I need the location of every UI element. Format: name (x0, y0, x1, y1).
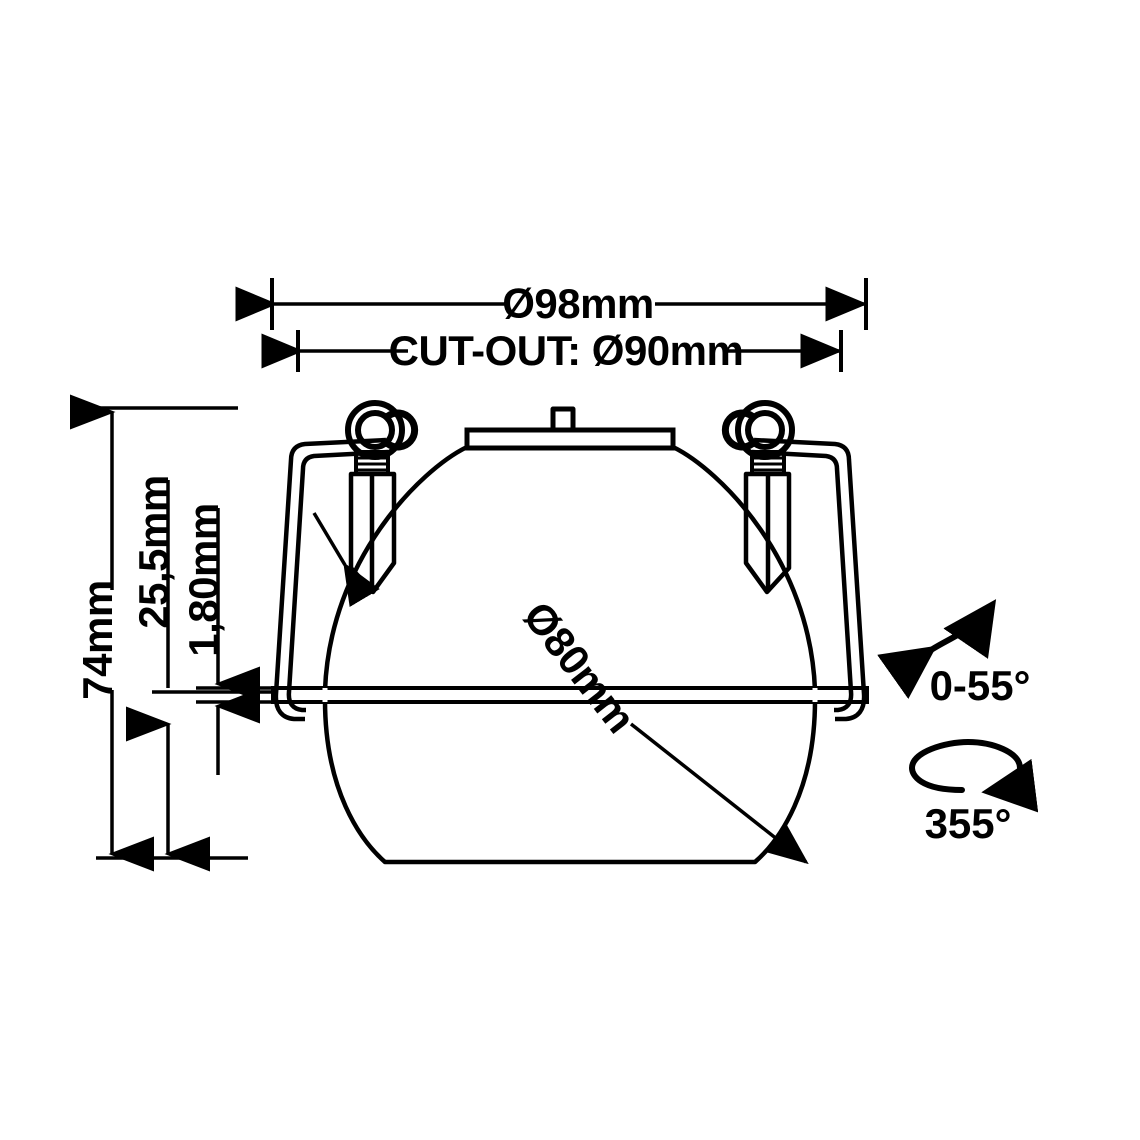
spring-clip-right (721, 400, 867, 722)
spring-wire-right-outer (753, 437, 867, 722)
spring-spike-left (348, 471, 397, 595)
label-body-height: 25,5mm (130, 475, 177, 628)
spring-wire-left-inner (286, 449, 389, 713)
label-cutout: CUT-OUT: Ø90mm (389, 327, 744, 374)
spring-wire-right-inner (751, 449, 854, 713)
trim-flange (271, 686, 869, 704)
spring-coil-right-crescent (721, 409, 756, 451)
spring-spike-right (743, 471, 792, 595)
label-total-height: 74mm (74, 580, 121, 699)
top-cap (464, 427, 676, 451)
tilt-arc-arrow-icon (877, 599, 997, 699)
label-flange-thickness: 1,80mm (180, 503, 227, 656)
label-tilt-angle: 0-55° (930, 662, 1031, 709)
label-outer-diameter: Ø98mm (502, 280, 654, 327)
leader-line-lower-80 (629, 722, 809, 865)
rotation-ellipse-arrow-icon (908, 738, 1039, 813)
spring-coil-left-crescent (384, 409, 419, 451)
tilt-indicator: 0-55° (877, 599, 1031, 709)
leader-line-upper-80 (312, 512, 380, 608)
spring-clip-left (273, 400, 419, 722)
spring-wire-left-outer (273, 437, 387, 722)
top-cap-nub (550, 406, 576, 430)
spring-coil-right-inner (745, 410, 785, 450)
dimension-total-height: 74mm (70, 394, 248, 872)
fixture-assembly (271, 400, 869, 865)
dimension-body-height: 25,5mm (126, 475, 290, 872)
dimension-outer-diameter: Ø98mm (235, 278, 868, 330)
rotation-indicator: 355° (908, 738, 1039, 847)
dimension-cutout: CUT-OUT: Ø90mm (261, 327, 843, 374)
label-rotation-angle: 355° (925, 800, 1012, 847)
dimension-flange-thickness: 1,80mm (180, 503, 300, 775)
label-lamp-diameter: Ø80mm (514, 593, 644, 741)
spring-coil-left-inner (355, 410, 395, 450)
